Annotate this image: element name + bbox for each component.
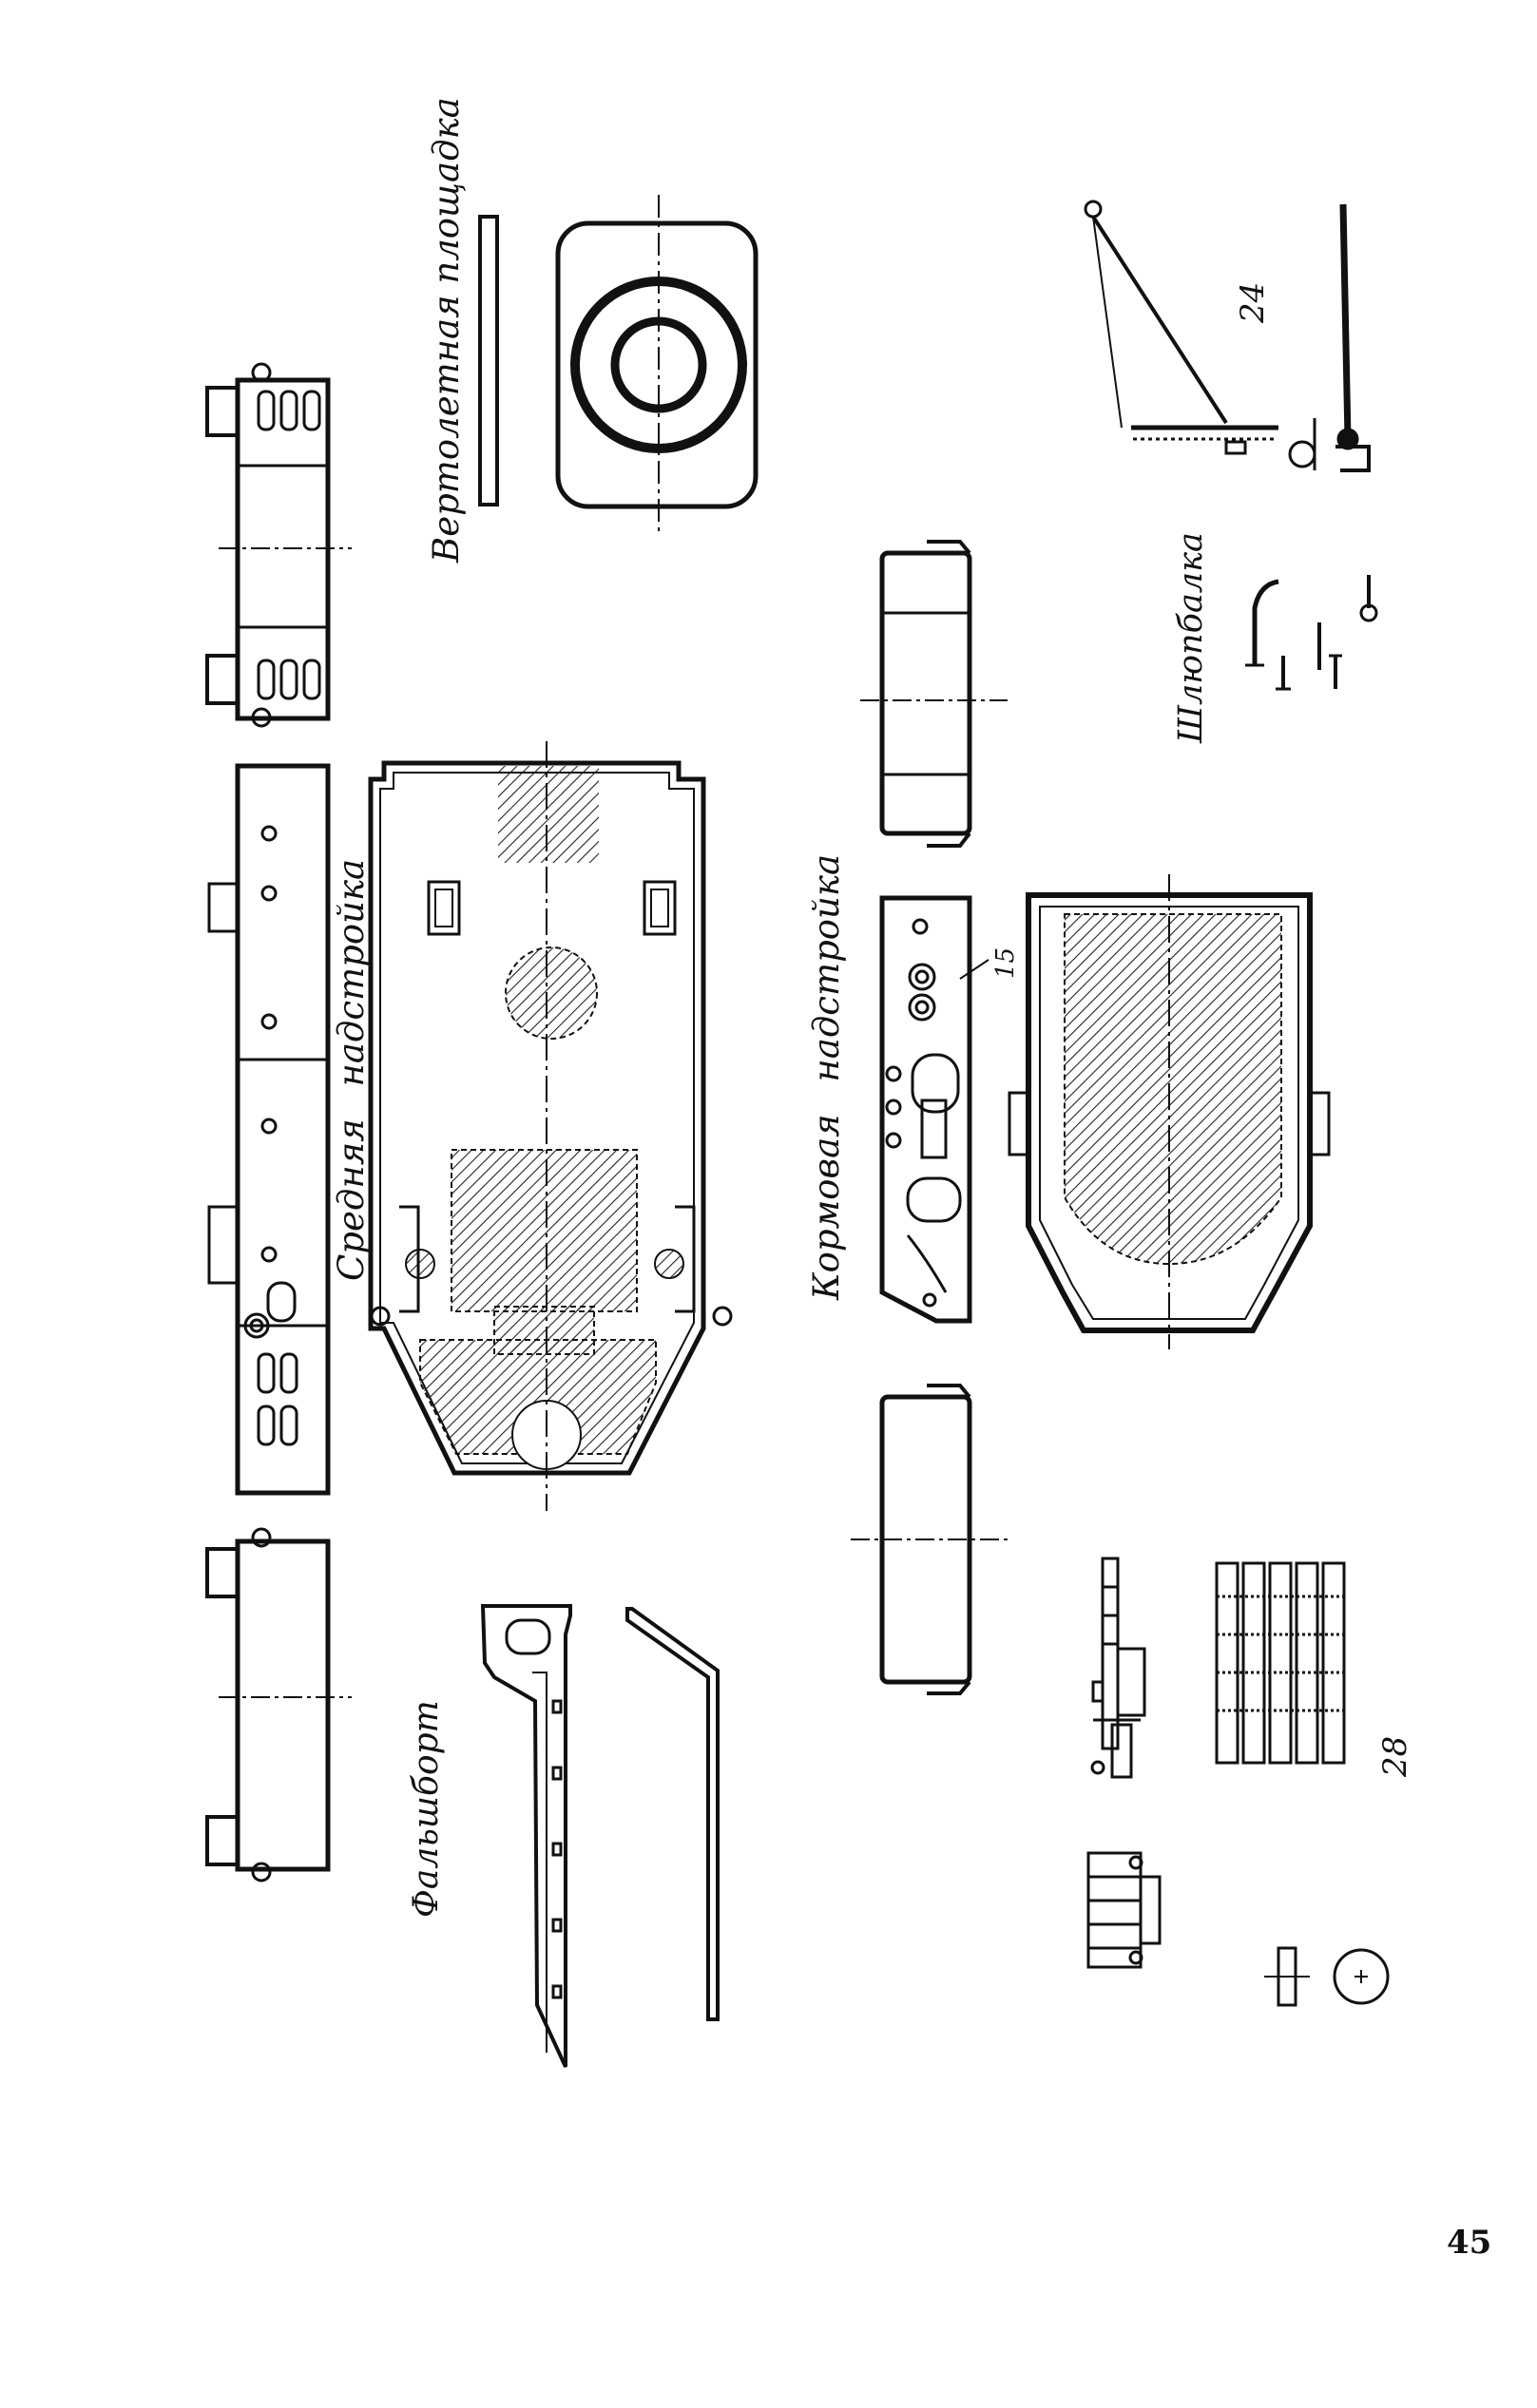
- part-number-15: 15: [991, 946, 1020, 979]
- stern-superstructure-label: Кормовая надстройка: [806, 853, 847, 1300]
- middle-superstructure-label: Средняя надстройка: [331, 858, 372, 1281]
- bulwark-label: Фальшборт: [407, 1700, 446, 1918]
- part-number-28: 28: [1376, 1735, 1414, 1777]
- middle-superstructure-deck: [368, 741, 733, 1511]
- stern-superstructure-end-top: [860, 540, 1008, 848]
- davit-small-parts: [1245, 575, 1378, 691]
- part-small-disc: [1333, 1948, 1390, 2005]
- part-small-cylinder: [1264, 1946, 1310, 2007]
- part-small-rail-segment: [1086, 1851, 1162, 1969]
- bulwark-part-a: [480, 1604, 572, 2068]
- middle-superstructure-end-top: [205, 362, 352, 728]
- stern-superstructure-deck: [1008, 874, 1331, 1349]
- part-number-24: 24: [1234, 281, 1272, 323]
- page-number: 45: [1447, 2224, 1492, 2262]
- davit-crane: [1084, 200, 1371, 472]
- stern-superstructure-end-bottom: [851, 1384, 1008, 1695]
- davit-label: Шлюпбалка: [1172, 532, 1210, 743]
- bulwark-part-b: [625, 1607, 720, 2021]
- helipad-deck: [555, 195, 759, 532]
- middle-superstructure-end-bottom: [205, 1527, 352, 1882]
- middle-superstructure-side: [207, 763, 331, 1496]
- helipad-side-strip: [478, 215, 499, 506]
- helipad-label: Вертолетная площадка: [426, 97, 467, 563]
- part-28-rails: [1090, 1557, 1346, 1779]
- stern-superstructure-side: [879, 895, 989, 1324]
